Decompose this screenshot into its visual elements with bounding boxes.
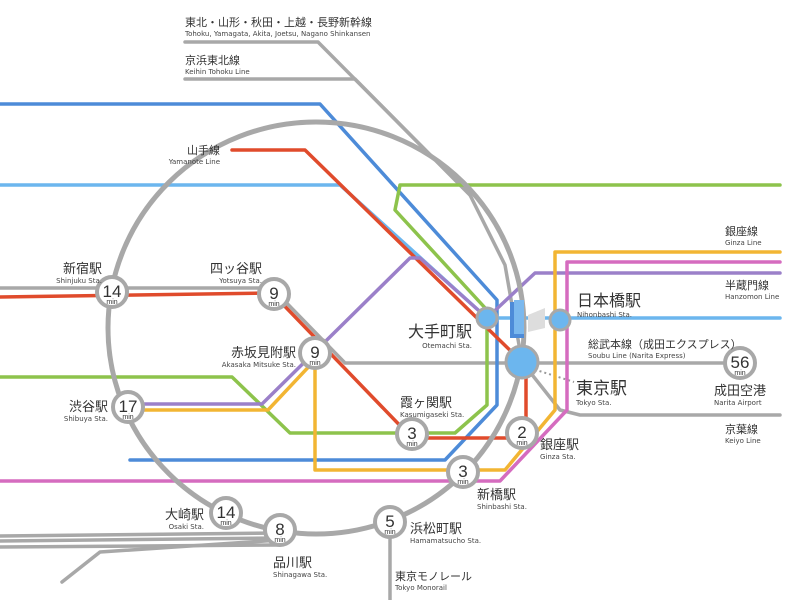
chiyoda-line [0,183,782,435]
svg-text:min: min [220,520,231,527]
svg-text:9: 9 [310,343,319,362]
svg-text:56: 56 [731,353,750,372]
tokaido-line-2 [0,536,282,543]
svg-text:3: 3 [458,462,467,481]
ginza-line [128,250,782,472]
svg-text:3: 3 [407,424,416,443]
tokyo-building-icon [510,300,545,338]
svg-text:min: min [309,360,320,367]
svg-text:2: 2 [517,423,526,442]
label-soubu-line: 総武本線（成田エクスプレス）Soubu Line (Narita Express… [588,338,742,360]
asakusa-line [0,260,782,483]
svg-text:min: min [384,529,395,536]
svg-text:min: min [457,479,468,486]
chuo-line [0,286,742,365]
svg-text:min: min [516,440,527,447]
svg-text:min: min [734,370,745,377]
keiyo-line [520,360,782,417]
svg-text:14: 14 [103,282,122,301]
nihonbashi-station-marker[interactable] [548,308,572,332]
tokaido-line-3 [0,543,282,549]
svg-text:min: min [122,414,133,421]
svg-text:9: 9 [269,284,278,303]
svg-text:8: 8 [275,520,284,539]
hanzomon-line [128,256,782,406]
tokaido-line-4 [60,538,282,584]
svg-text:min: min [274,537,285,544]
svg-text:5: 5 [385,512,394,531]
svg-text:min: min [268,301,279,308]
svg-text:min: min [406,441,417,448]
tokyo-station-marker[interactable] [504,344,540,380]
keihin-blue-line [0,102,499,462]
svg-text:min: min [106,299,117,306]
svg-text:14: 14 [217,503,236,522]
tokaido-line-1 [0,531,282,538]
svg-text:17: 17 [119,397,138,416]
marunouchi-line [0,148,528,440]
light-blue-line [0,183,782,320]
otemachi-station-marker[interactable] [475,306,499,330]
